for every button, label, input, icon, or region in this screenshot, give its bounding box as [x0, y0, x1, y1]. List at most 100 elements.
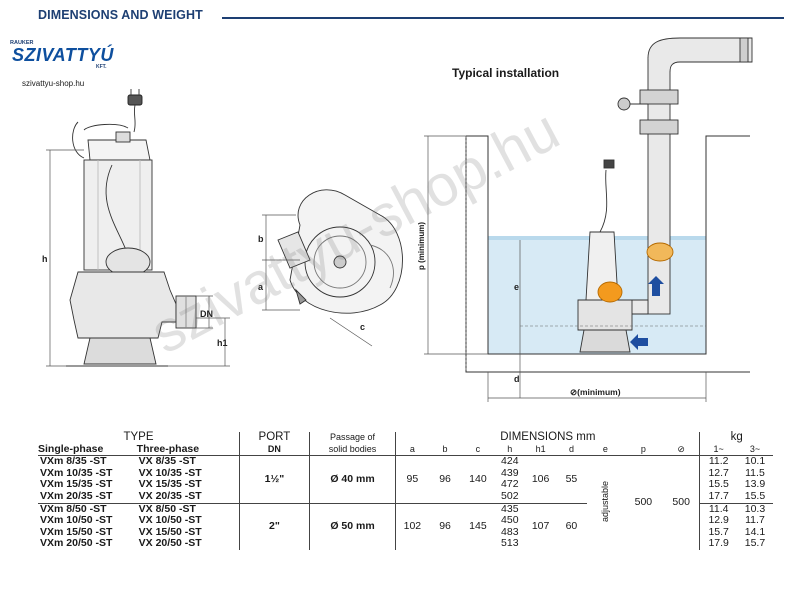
header-three-phase: Three-phase [136, 442, 200, 455]
dim-label-h1: h1 [217, 338, 228, 348]
dim-d: 60 [565, 519, 578, 532]
port-size: 1½" [238, 455, 310, 504]
dim-label-dn: DN [200, 309, 213, 319]
header-single-phase: Single-phase [38, 442, 104, 455]
dim-a: 102 [395, 503, 429, 550]
single-phase-model: VXm 15/35 -ST [40, 478, 113, 491]
three-phase-model: VX 20/50 -ST [138, 537, 202, 550]
dim-h1: 106 [531, 472, 550, 485]
weight-3ph: 15.5 [744, 489, 766, 502]
page-title: DIMENSIONS AND WEIGHT [38, 8, 203, 22]
dim-h: 439 [501, 466, 519, 479]
dim-a: 95 [395, 455, 429, 504]
passage-size: Ø 40 mm [308, 455, 396, 504]
dim-label-h: h [42, 254, 48, 264]
single-phase-model: VXm 10/35 -ST [40, 466, 113, 479]
three-phase-model: VX 10/50 -ST [138, 514, 202, 527]
weight-3ph: 15.7 [744, 537, 766, 550]
passage-size: Ø 50 mm [308, 503, 396, 550]
table-row: VXm 10/50 -ST VX 10/50 -ST 450 12.9 11.7 [38, 515, 773, 527]
technical-drawings: h h1 DN a b c p (minimum) e d ⊘(minimum) [42, 37, 753, 402]
header-col-h1: h1 [535, 443, 546, 454]
table-row: VXm 8/50 -ST VX 8/50 -ST 2" Ø 50 mm 102 … [38, 502, 773, 550]
dim-min: 500 [672, 496, 690, 509]
header-type: TYPE [123, 431, 154, 443]
site-url: szivattyu-shop.hu [22, 79, 85, 88]
single-phase-model: VXm 20/35 -ST [40, 489, 113, 502]
header-kg-1: 1~ [699, 443, 737, 456]
logo-kft-text: KFT. [96, 64, 107, 70]
dim-c: 145 [469, 519, 487, 532]
header-passage-2: solid bodies [308, 443, 396, 456]
weight-3ph: 14.1 [744, 525, 766, 538]
single-phase-model: VXm 8/50 -ST [40, 502, 107, 515]
weight-3ph: 10.1 [744, 455, 766, 468]
table-row: VXm 15/50 -ST VX 15/50 -ST 483 15.7 14.1 [38, 525, 773, 539]
dim-p: 500 [634, 496, 653, 509]
three-phase-model: VX 8/35 -ST [138, 455, 196, 468]
header-col-min: ⊘ [677, 443, 685, 454]
weight-3ph: 13.9 [744, 478, 766, 491]
dim-e: adjustable [587, 456, 624, 550]
header-col-h: h [507, 443, 513, 454]
weight-1ph: 17.7 [699, 490, 737, 504]
pump-side-view [66, 89, 197, 367]
dim-label-a: a [258, 282, 264, 292]
dim-label-p: p (minimum) [417, 222, 426, 270]
weight-1ph: 12.7 [699, 467, 737, 480]
installation-title: Typical installation [452, 66, 560, 80]
dim-h: 450 [501, 514, 519, 527]
installation-view [465, 37, 753, 373]
weight-1ph: 17.9 [699, 538, 737, 550]
dim-b: 96 [439, 519, 451, 532]
three-phase-model: VX 15/50 -ST [138, 525, 202, 538]
dim-h: 424 [501, 455, 519, 468]
header-col-p: p [640, 443, 646, 454]
dim-label-b: b [258, 234, 264, 244]
header-col-e: e [602, 443, 608, 454]
dim-h: 472 [501, 478, 519, 491]
single-phase-model: VXm 8/35 -ST [40, 455, 107, 468]
weight-1ph: 11.2 [699, 455, 737, 468]
weight-1ph: 15.5 [699, 479, 737, 491]
header-passage-1: Passage of [308, 432, 396, 444]
three-phase-model: VX 20/35 -ST [138, 489, 202, 502]
dim-label-min: ⊘(minimum) [570, 387, 621, 397]
table-header-row-2: Single-phase Three-phase DN solid bodies… [38, 442, 773, 456]
single-phase-model: VXm 10/50 -ST [40, 514, 113, 527]
weight-3ph: 11.5 [745, 466, 765, 479]
header-col-b: b [442, 443, 448, 454]
dim-label-e: e [514, 282, 519, 292]
table-row: VXm 15/35 -ST VX 15/35 -ST 472 15.5 13.9 [38, 479, 773, 491]
three-phase-model: VX 8/50 -ST [138, 502, 196, 515]
table-row: VXm 20/50 -ST VX 20/50 -ST 513 17.9 15.7 [38, 538, 773, 550]
weight-1ph: 11.4 [699, 503, 737, 516]
table-header-row-1: TYPE PORT Passage of DIMENSIONS mm kg [38, 431, 773, 444]
weight-3ph: 10.3 [744, 502, 766, 515]
table-row: VXm 20/35 -ST VX 20/35 -ST 502 17.7 15.5 [38, 489, 773, 504]
dim-label-c: c [360, 322, 365, 332]
single-phase-model: VXm 20/50 -ST [40, 537, 113, 550]
header-rule [222, 17, 784, 19]
header-port-dn: DN [238, 443, 310, 456]
header-port: PORT [238, 431, 310, 444]
dim-h1: 107 [531, 519, 550, 532]
single-phase-model: VXm 15/50 -ST [40, 525, 113, 538]
three-phase-model: VX 15/35 -ST [138, 478, 202, 491]
dim-h: 502 [501, 489, 519, 502]
table-row: VXm 10/35 -ST VX 10/35 -ST 439 12.7 11.5 [38, 466, 773, 480]
header-col-d: d [568, 443, 574, 454]
dim-b: 96 [439, 472, 451, 485]
header-col-a: a [395, 443, 429, 456]
spec-table: TYPE PORT Passage of DIMENSIONS mm kg Si… [38, 431, 773, 550]
dim-d: 55 [565, 472, 578, 485]
dim-h: 483 [501, 525, 519, 538]
header-kg: kg [699, 431, 773, 444]
three-phase-model: VX 10/35 -ST [138, 466, 202, 479]
dim-h: 435 [501, 502, 519, 515]
weight-1ph: 12.9 [699, 515, 737, 527]
table-row: VXm 8/35 -ST VX 8/35 -ST 1½" Ø 40 mm 95 … [38, 455, 773, 521]
dim-label-d: d [514, 374, 520, 384]
dim-h: 513 [501, 537, 519, 550]
port-size: 2" [238, 503, 310, 550]
